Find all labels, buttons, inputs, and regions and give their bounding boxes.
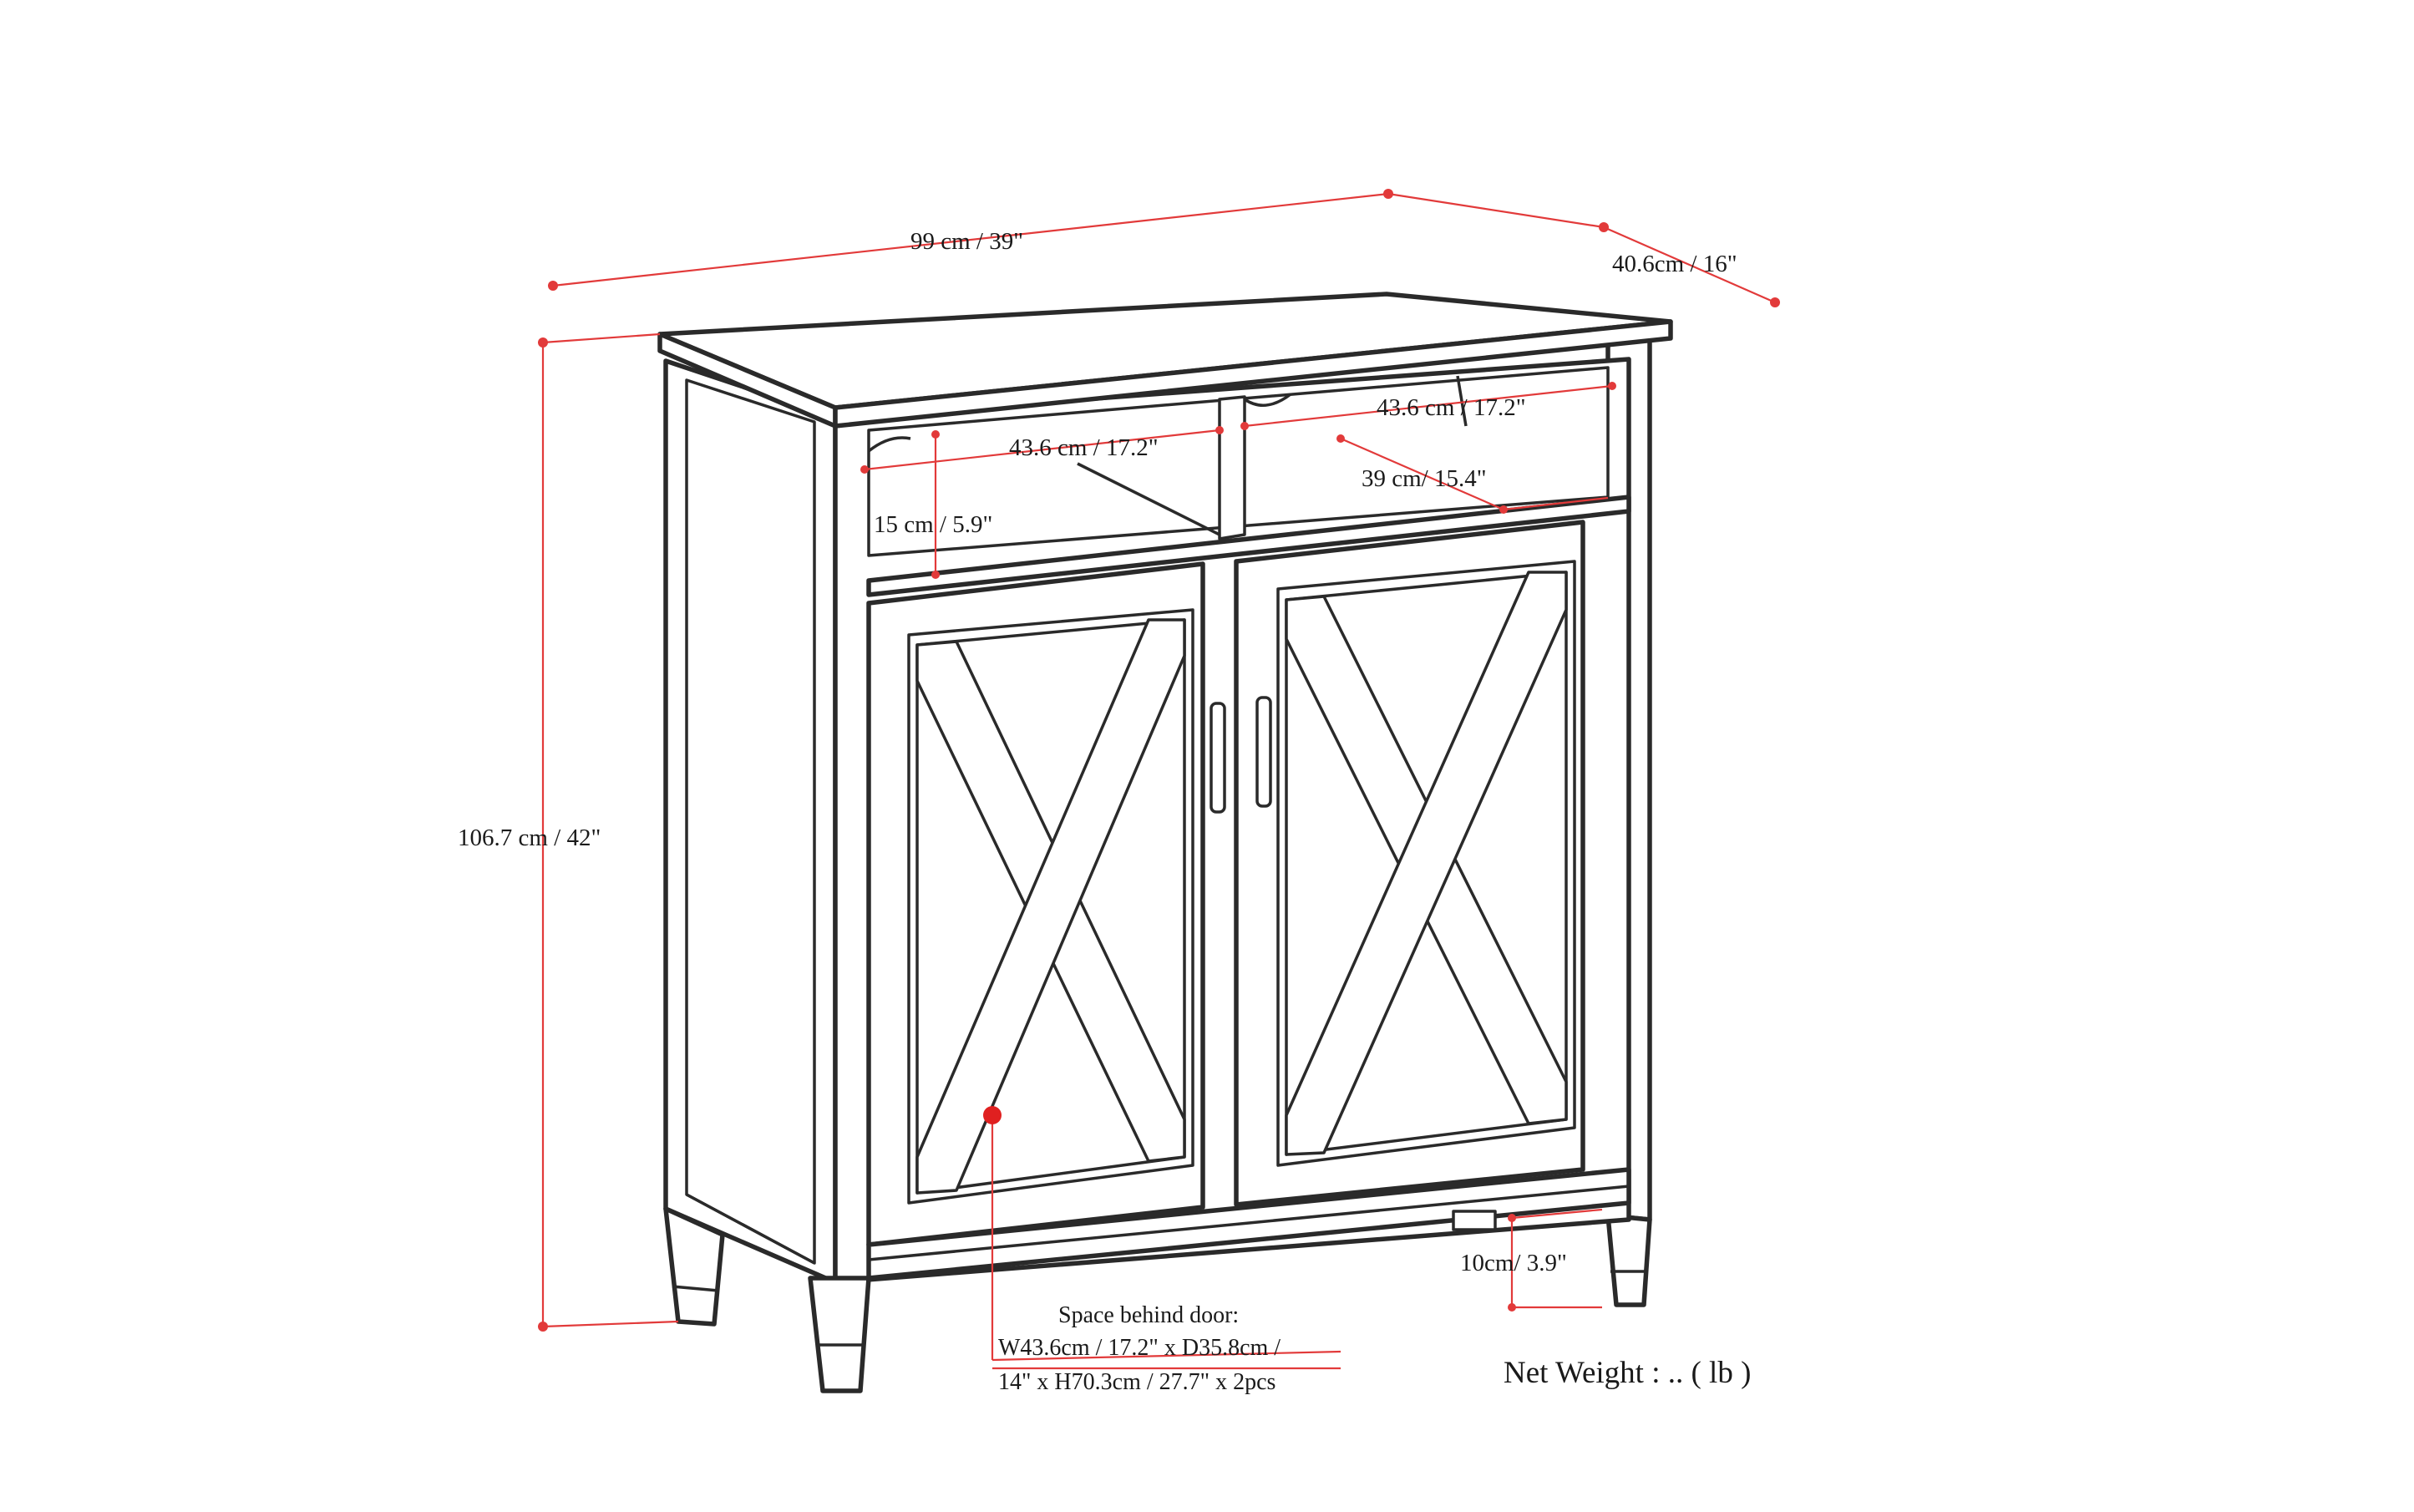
shelf-divider (1218, 395, 1246, 540)
shelf-floor (866, 495, 1631, 597)
cabinet-side-panel-left (663, 358, 838, 1285)
cabinet-top-right-edge (833, 319, 1673, 429)
width-dimension-line (552, 192, 1389, 287)
door-space-marker (983, 1106, 1002, 1124)
shelf-depth-label: 39 cm/ 15.4" (1362, 465, 1487, 492)
overall-depth-label: 40.6cm / 16" (1612, 251, 1737, 277)
dimension-labels: 99 cm / 39" 40.6cm / 16" 106.7 cm / 42" … (458, 228, 1751, 1395)
overall-width-label: 99 cm / 39" (910, 228, 1023, 255)
shelf-depth-line (1340, 437, 1504, 511)
shelf-width-right-label: 43.6 cm / 17.2" (1377, 394, 1526, 421)
overall-height-label: 106.7 cm / 42" (458, 824, 601, 851)
cabinet-leg-front-left (808, 1276, 871, 1393)
door-space-line-2: W43.6cm / 17.2" x D35.8cm / (998, 1335, 1281, 1361)
door-right-panel (1276, 560, 1576, 1167)
dimension-lines (538, 189, 1780, 1370)
shelf-width-left-label: 43.6 cm / 17.2" (1009, 434, 1159, 461)
cabinet-leg-back-left (663, 1206, 725, 1327)
shelf-height-label: 15 cm / 5.9" (874, 511, 992, 538)
cabinet-leg-back-right (1605, 1213, 1652, 1307)
door-space-line-3: 14" x H70.3cm / 27.7" x 2pcs (998, 1369, 1275, 1395)
door-handle-left (1210, 702, 1226, 814)
bottom-stopper (1452, 1210, 1497, 1231)
door-space-title: Space behind door: (1058, 1302, 1239, 1328)
door-left-panel (907, 608, 1194, 1205)
door-handle-right (1255, 696, 1272, 808)
cable-cutout-left (867, 436, 911, 453)
cabinet-drawing (657, 292, 1673, 1393)
leg-clearance-label: 10cm/ 3.9" (1460, 1250, 1567, 1276)
door-right-x-brace-b (1285, 571, 1568, 1156)
depth-dimension-line (1387, 192, 1605, 229)
shelf-width-left-line (864, 429, 1220, 471)
net-weight-label: Net Weight : .. ( lb ) (1504, 1356, 1751, 1390)
door-left-x-brace-b (915, 618, 1186, 1195)
cable-cutout-right (1244, 393, 1292, 407)
shelf-width-right-line (1244, 384, 1613, 428)
